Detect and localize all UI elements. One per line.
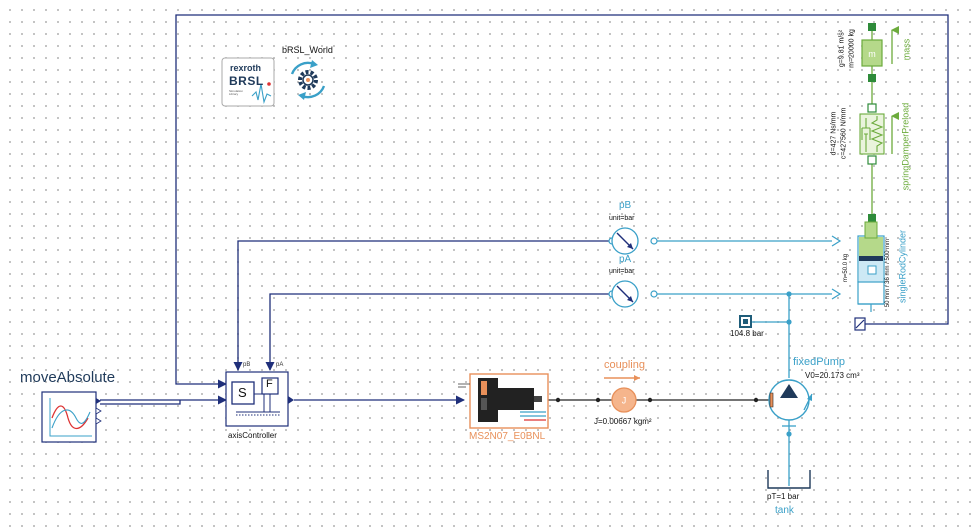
motor-block[interactable] <box>458 373 549 429</box>
logo-wave-icon <box>251 83 272 105</box>
wire-setpoint-2[interactable] <box>100 400 181 405</box>
controller-f: F <box>266 378 273 390</box>
pump-label: fixedPump <box>793 356 845 368</box>
spring-label: springDamperPreload <box>900 102 911 191</box>
tank-symbol[interactable] <box>767 470 811 489</box>
port-arrow-a <box>831 288 842 300</box>
motion-profile-icon <box>49 398 92 437</box>
sensor-pa-label: pA <box>619 254 632 265</box>
mass-letter: m <box>868 49 876 59</box>
wire-pa-to-controller[interactable] <box>265 293 612 371</box>
mass-block[interactable]: m <box>861 26 899 67</box>
cylinder-dims: 50 mm / 36 mm / 500 mm <box>885 238 891 308</box>
sensor-pb-unit: unit=bar <box>609 215 635 222</box>
sensor-pa-symbol[interactable] <box>611 280 639 308</box>
controller-label: axisController <box>228 431 277 440</box>
logo-tile <box>221 57 275 107</box>
flange-cylinder-top[interactable] <box>868 214 876 222</box>
sensor-pa-unit: unit=bar <box>609 268 635 275</box>
relief-value: 104.8 bar <box>730 329 764 338</box>
sensor-pb-label: pB <box>619 200 632 211</box>
servo-motor-icon <box>478 378 546 422</box>
damper-icon <box>861 118 871 152</box>
controller-pa-pin: pA <box>276 362 284 368</box>
tank-pressure: pT=1 bar <box>767 492 800 501</box>
pump-symbol[interactable] <box>768 379 813 427</box>
tank-label: tank <box>775 505 794 516</box>
port-pa-right[interactable] <box>650 290 658 298</box>
sensor-pb-symbol[interactable] <box>611 227 639 255</box>
flange-mass-bottom[interactable] <box>868 74 876 82</box>
world-block[interactable] <box>290 60 326 100</box>
coupling-letter: J <box>622 396 627 406</box>
coupling-label: coupling <box>604 359 645 371</box>
cylinder-block[interactable] <box>854 221 885 331</box>
pump-volume: V0=20.173 cm³ <box>805 371 860 380</box>
controller-block[interactable] <box>225 371 294 427</box>
spring-zigzag-icon <box>870 116 884 152</box>
mass-m: m=20000 kg <box>848 29 856 68</box>
hydraulic-lines <box>654 240 838 486</box>
port-arrow-b <box>831 235 842 247</box>
move-block[interactable] <box>41 391 102 443</box>
flange-spring-top[interactable] <box>867 103 877 113</box>
cylinder-label: singleRodCylinder <box>897 229 908 304</box>
controller-pb-pin: pB <box>243 362 251 368</box>
move-label: moveAbsolute <box>20 369 116 386</box>
relief-source[interactable] <box>739 315 752 328</box>
logo-product: BRSL <box>229 74 264 88</box>
flange-mass-top[interactable] <box>868 23 876 31</box>
logo-brand: rexroth <box>230 63 262 73</box>
motor-label: MS2N07_E0BNL <box>469 431 546 442</box>
wire-position-feedback[interactable] <box>175 14 949 389</box>
logo-small: Simulation Library <box>229 89 244 96</box>
world-label: bRSL_World <box>282 45 333 55</box>
spring-c: c=427560 N/mm <box>840 107 848 160</box>
cylinder-mass: m=50.0 kg <box>843 253 849 283</box>
gear-cycle-icon <box>290 60 326 100</box>
spring-d: d=427 Ns/mm <box>830 111 838 156</box>
coupling-inertia: J=0.00667 kgm² <box>594 417 652 426</box>
port-pb-right[interactable] <box>650 237 658 245</box>
pump-icon <box>780 384 798 398</box>
controller-s: S <box>238 385 247 400</box>
spring-damper-block[interactable] <box>859 112 899 155</box>
coupling-block[interactable]: J <box>604 375 640 413</box>
flange-spring-bottom[interactable] <box>867 155 877 165</box>
mass-label: mass <box>901 38 912 61</box>
hydraulic-junctions <box>786 291 792 437</box>
wire-pb-to-controller[interactable] <box>233 240 612 371</box>
mass-g: g=9.81 m/s² <box>838 29 846 68</box>
